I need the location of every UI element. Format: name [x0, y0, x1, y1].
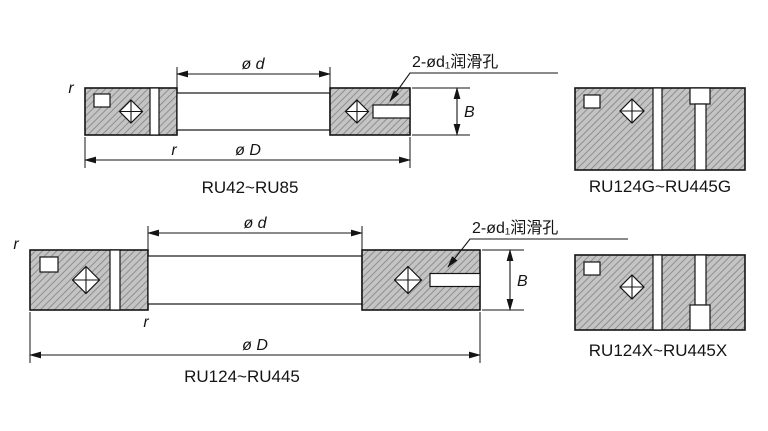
view-ru124-ru445: ø d 2-ød₁润滑孔 B ø D r r RU124~RU445	[13, 215, 628, 386]
spacer-strip	[652, 87, 663, 171]
view-ru42-ru85: ø d 2-ød₁润滑孔 B ø D r r RU42~RU85	[68, 53, 558, 197]
bore-region	[147, 255, 363, 305]
seal-plug	[39, 256, 59, 273]
width-label: B	[517, 273, 528, 290]
dim-outer-diameter: ø D	[84, 137, 411, 168]
outer-diameter-label: ø D	[235, 142, 261, 159]
inner-diameter-label: ø d	[241, 56, 265, 73]
seal-plug	[583, 261, 601, 276]
model-range-label: RU124~RU445	[184, 367, 300, 386]
spacer-strip	[149, 87, 160, 136]
crossed-roller-icon	[118, 99, 144, 124]
dim-width: B	[482, 249, 528, 311]
leader-lubrication-holes: 2-ød₁润滑孔	[389, 53, 558, 102]
view-ru124g-ru445g: RU124G~RU445G	[574, 87, 746, 196]
crossed-roller-icon	[71, 265, 101, 295]
crossed-roller-icon	[393, 265, 423, 295]
crossed-roller-icon	[344, 99, 370, 124]
lubrication-holes-label: 2-ød₁润滑孔	[472, 219, 558, 237]
model-range-label: RU42~RU85	[202, 178, 299, 197]
lubrication-hole	[429, 272, 481, 288]
outer-diameter-label: ø D	[242, 337, 268, 354]
seal-plug	[583, 94, 601, 109]
corner-radius-label: r	[13, 236, 19, 253]
bore-region	[176, 92, 331, 131]
corner-radius-label: r	[68, 80, 74, 97]
seal-plug	[93, 93, 111, 108]
crossed-roller-icon	[619, 274, 645, 300]
spacer-strip	[652, 254, 663, 331]
width-label: B	[464, 104, 475, 121]
crossed-roller-icon	[619, 98, 645, 124]
spacer-strip	[109, 249, 121, 311]
lubrication-holes-label: 2-ød₁润滑孔	[412, 53, 498, 71]
view-ru124x-ru445x: RU124X~RU445X	[574, 254, 746, 360]
model-range-label: RU124X~RU445X	[589, 341, 727, 360]
dim-inner-diameter: ø d	[176, 56, 331, 90]
leader-lubrication-holes: 2-ød₁润滑孔	[447, 219, 628, 268]
dim-outer-diameter: ø D	[29, 312, 481, 363]
dim-width: B	[412, 87, 475, 136]
lubrication-hole	[372, 104, 411, 119]
corner-radius-label: r	[171, 142, 177, 159]
inner-diameter-label: ø d	[243, 215, 267, 232]
model-range-label: RU124G~RU445G	[589, 177, 731, 196]
mounting-hole-counterbore	[689, 254, 711, 331]
corner-radius-label: r	[143, 314, 149, 331]
dim-inner-diameter: ø d	[147, 215, 363, 253]
mounting-hole-counterbore	[689, 87, 711, 171]
